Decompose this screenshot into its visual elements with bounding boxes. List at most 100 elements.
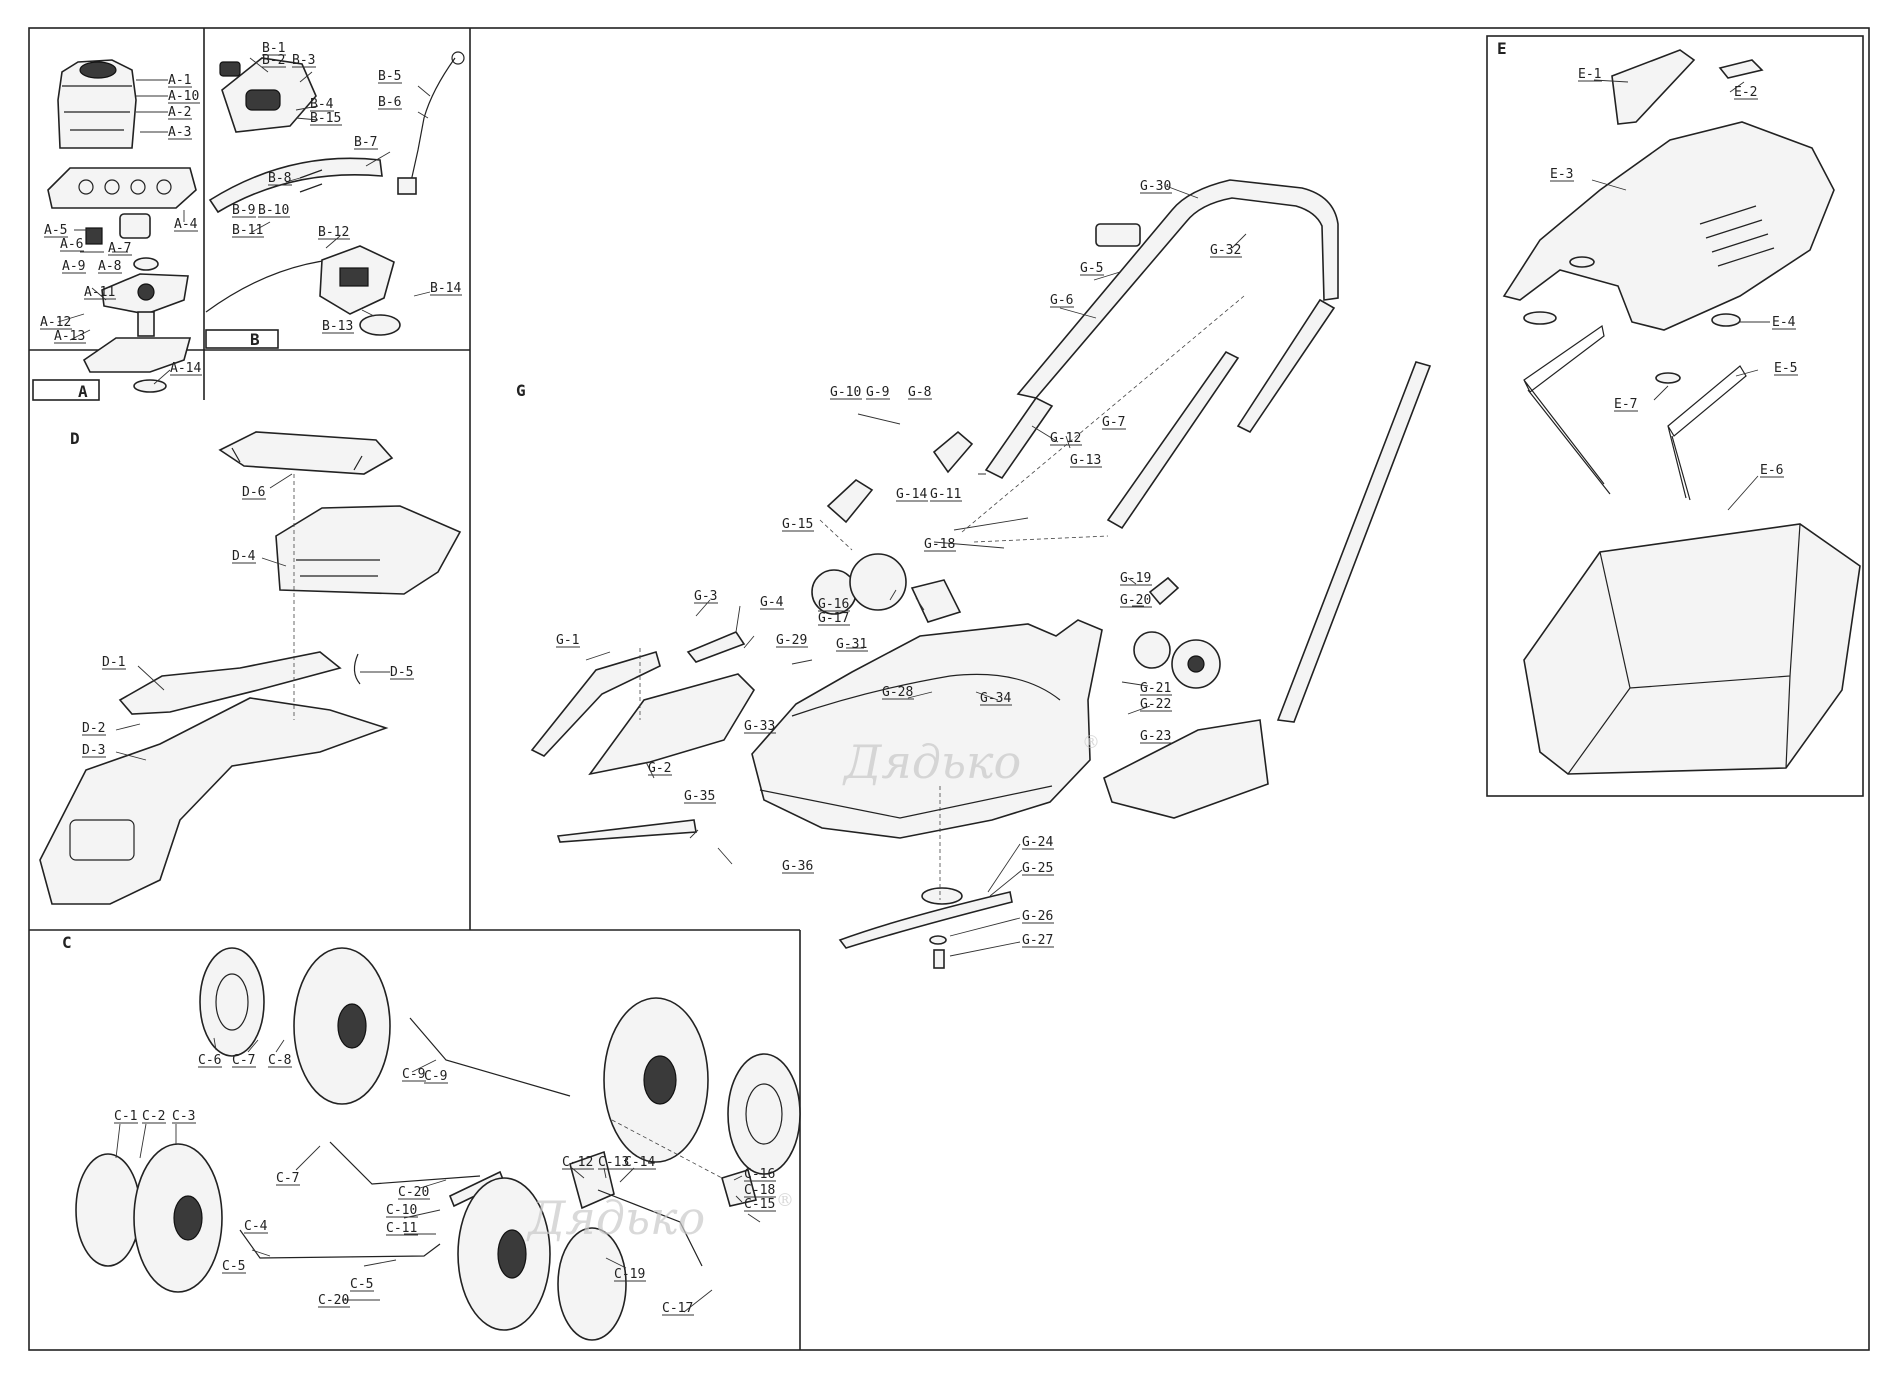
panel-E-leader-lines	[1591, 79, 1770, 511]
part-label-c-20: C-20	[318, 1293, 349, 1308]
part-label-g-26: G-26	[1022, 909, 1053, 924]
part-label-g-35: G-35	[684, 789, 715, 804]
svg-text:®: ®	[776, 1190, 794, 1211]
part-label-b-15: B-15	[310, 111, 341, 126]
part-label-g-1: G-1	[556, 633, 579, 648]
part-label-g-7: G-7	[1102, 415, 1125, 430]
part-label-c-14: C-14	[624, 1155, 655, 1170]
part-label-g-29: G-29	[776, 633, 807, 648]
part-label-c-3: C-3	[172, 1109, 195, 1124]
part-label-c-20: C-20	[398, 1185, 429, 1200]
part-label-a-14: A-14	[170, 361, 201, 376]
part-label-g-31: G-31	[836, 637, 867, 652]
part-label-a-3: A-3	[168, 125, 191, 140]
part-label-e-5: E-5	[1774, 361, 1797, 376]
part-label-b-8: B-8	[268, 171, 291, 186]
panel-C-leader-lines	[115, 1037, 761, 1313]
part-label-c-9: C-9	[402, 1067, 425, 1082]
part-label-d-2: D-2	[82, 721, 105, 736]
part-label-a-7: A-7	[108, 241, 131, 256]
part-label-a-10: A-10	[168, 89, 199, 104]
part-label-g-17: G-17	[818, 611, 849, 626]
wheel-assembly-drawing	[75, 947, 801, 1341]
part-label-g-6: G-6	[1050, 293, 1073, 308]
part-label-c-4: C-4	[244, 1219, 268, 1234]
part-label-g-36: G-36	[782, 859, 813, 874]
part-label-g-8: G-8	[908, 385, 931, 400]
part-label-g-21: G-21	[1140, 681, 1171, 696]
part-label-c-13: C-13	[598, 1155, 629, 1170]
panel-B-leader-lines	[249, 57, 431, 317]
part-label-b-2: B-2	[262, 53, 285, 68]
part-label-b-4: B-4	[310, 97, 334, 112]
section-label-A: A	[78, 382, 88, 401]
part-label-c-5: C-5	[350, 1277, 373, 1292]
part-label-g-32: G-32	[1210, 243, 1241, 258]
part-label-d-3: D-3	[82, 743, 105, 758]
part-label-b-7: B-7	[354, 135, 377, 150]
section-label-B: B	[250, 330, 260, 349]
part-label-d-6: D-6	[242, 485, 265, 500]
part-label-g-2: G-2	[648, 761, 671, 776]
part-label-b-13: B-13	[322, 319, 353, 334]
part-label-g-24: G-24	[1022, 835, 1053, 850]
svg-text:Дядько: Дядько	[526, 1191, 705, 1245]
part-label-g-27: G-27	[1022, 933, 1053, 948]
part-label-g-33: G-33	[744, 719, 775, 734]
part-label-g-12: G-12	[1050, 431, 1081, 446]
part-label-g-28: G-28	[882, 685, 913, 700]
part-label-c-6: C-6	[198, 1053, 221, 1068]
part-label-b-14: B-14	[430, 281, 461, 296]
part-label-b-1: B-1	[262, 41, 285, 56]
part-label-g-19: G-19	[1120, 571, 1151, 586]
part-label-g-13: G-13	[1070, 453, 1101, 468]
part-label-g-10: G-10	[830, 385, 861, 400]
mower-deck-drawing	[530, 179, 1432, 969]
part-label-c-19: C-19	[614, 1267, 645, 1282]
part-label-e-2: E-2	[1734, 85, 1757, 100]
panel-B-tag-box	[205, 329, 279, 349]
part-label-c-7: C-7	[232, 1053, 255, 1068]
part-label-a-4: A-4	[174, 217, 198, 232]
section-label-D: D	[70, 429, 80, 448]
panel-D-leader-lines	[115, 473, 390, 761]
part-label-b-12: B-12	[318, 225, 349, 240]
watermark-G: Дядько ®	[842, 732, 1100, 789]
part-label-a-8: A-8	[98, 259, 121, 274]
part-label-c-8: C-8	[268, 1053, 291, 1068]
grass-box-drawing	[1502, 49, 1861, 775]
part-label-c-17: C-17	[662, 1301, 693, 1316]
part-label-a-2: A-2	[168, 105, 191, 120]
panel-A-tag-box	[32, 379, 100, 401]
part-label-g-3: G-3	[694, 589, 717, 604]
part-label-c-10: C-10	[386, 1203, 417, 1218]
part-label-g-20: G-20	[1120, 593, 1151, 608]
section-label-E: E	[1497, 39, 1507, 58]
part-label-a-9: A-9	[62, 259, 85, 274]
part-label-d-1: D-1	[102, 655, 125, 670]
part-label-g-11: G-11	[930, 487, 961, 502]
part-label-d-4: D-4	[232, 549, 256, 564]
part-label-a-11: A-11	[84, 285, 115, 300]
part-label-e-6: E-6	[1760, 463, 1783, 478]
part-label-c-16: C-16	[744, 1167, 775, 1182]
part-label-g-30: G-30	[1140, 179, 1171, 194]
part-label-a-13: A-13	[54, 329, 85, 344]
part-label-b-11: B-11	[232, 223, 263, 238]
part-label-c-7: C-7	[276, 1171, 299, 1186]
section-label-C: C	[62, 933, 72, 952]
section-label-G: G	[516, 381, 526, 400]
part-label-c-9: C-9	[424, 1069, 447, 1084]
svg-text:Дядько: Дядько	[842, 735, 1021, 789]
part-label-a-12: A-12	[40, 315, 71, 330]
motor-assembly-drawing	[47, 59, 197, 393]
part-label-b-10: B-10	[258, 203, 289, 218]
part-label-c-15: C-15	[744, 1197, 775, 1212]
top-cover-drawing	[39, 431, 462, 905]
part-label-e-1: E-1	[1578, 67, 1601, 82]
part-label-e-4: E-4	[1772, 315, 1796, 330]
part-label-g-23: G-23	[1140, 729, 1171, 744]
part-label-b-6: B-6	[378, 95, 401, 110]
